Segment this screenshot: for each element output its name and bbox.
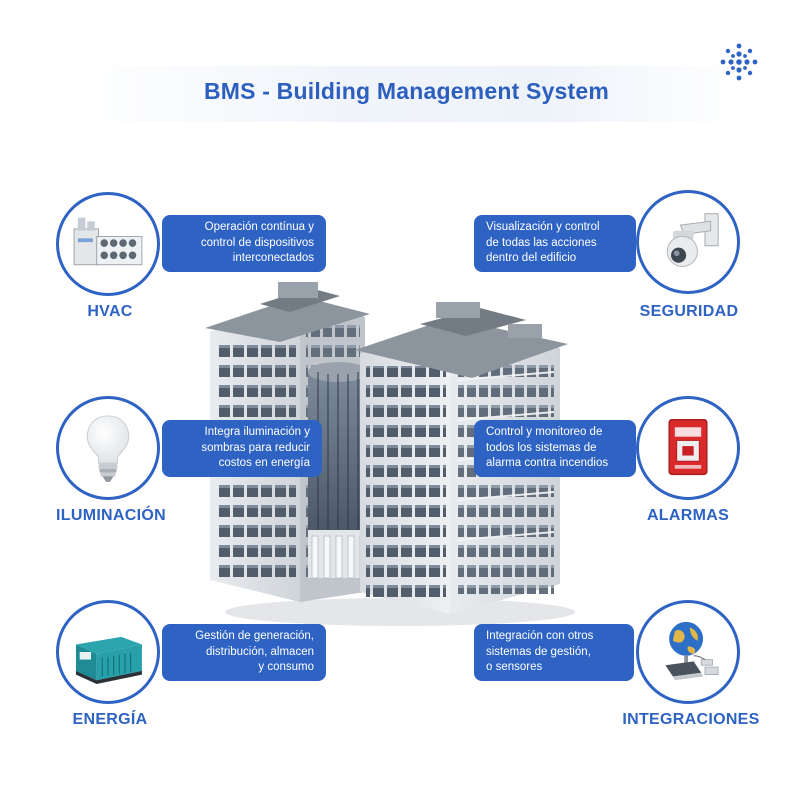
iluminacion-description: Integra iluminación y sombras para reduc… <box>162 420 322 477</box>
security-camera-icon <box>666 213 719 267</box>
hvac-label: HVAC <box>87 303 133 320</box>
integraciones-description: Integración con otros sistemas de gestió… <box>474 624 634 681</box>
dot-cluster-logo-icon <box>717 40 761 84</box>
energia-circle <box>56 600 160 704</box>
light-bulb-icon <box>86 415 130 482</box>
alarmas-description: Control y monitoreo de todos los sistema… <box>474 420 636 477</box>
alarmas-circle <box>636 396 740 500</box>
seguridad-circle <box>636 190 740 294</box>
globe-laptop-icon <box>665 621 719 681</box>
alarmas-label: ALARMAS <box>646 507 730 524</box>
page-title: BMS - Building Management System <box>203 78 610 104</box>
integraciones-circle <box>636 600 740 704</box>
energia-description: Gestión de generación, distribución, alm… <box>162 624 326 681</box>
iluminacion-circle <box>56 396 160 500</box>
seguridad-description: Visualización y control de todas las acc… <box>474 215 636 272</box>
title-banner <box>70 66 743 122</box>
hvac-unit-icon <box>73 217 143 266</box>
hvac-description: Operación contínua y control de disposit… <box>162 215 326 272</box>
office-building-icon <box>190 262 590 630</box>
hvac-circle <box>56 192 160 296</box>
generator-icon <box>75 636 142 685</box>
iluminacion-label: ILUMINACIÓN <box>56 507 166 524</box>
seguridad-label: SEGURIDAD <box>639 303 739 320</box>
fire-alarm-icon <box>668 419 708 476</box>
integraciones-label: INTEGRACIONES <box>622 711 760 728</box>
energia-label: ENERGÍA <box>72 711 148 728</box>
